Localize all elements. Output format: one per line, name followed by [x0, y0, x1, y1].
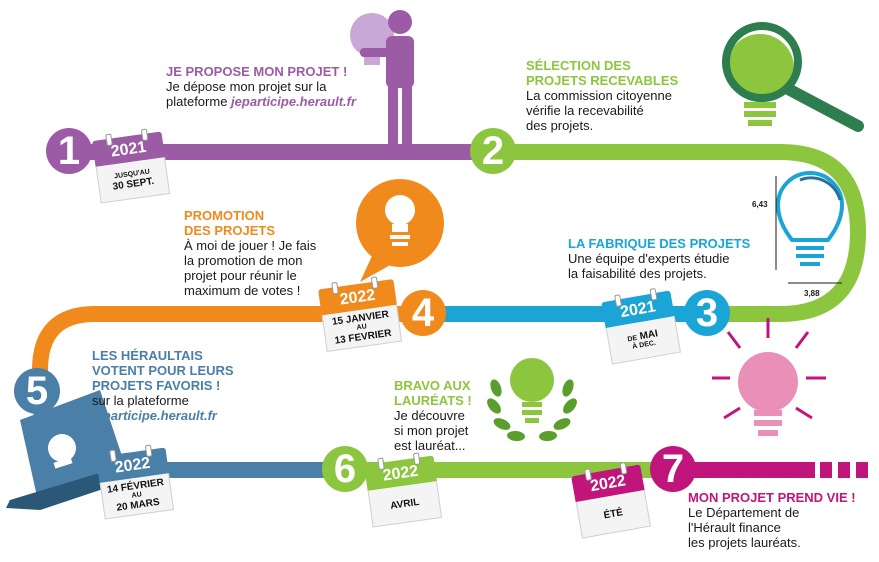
step-2-number: 2 — [470, 128, 516, 174]
step-3-number: 3 — [684, 290, 730, 336]
step-5-title-line1: LES HÉRAULTAIS — [92, 348, 203, 363]
step-1-link[interactable]: jeparticipe.herault.fr — [231, 94, 357, 109]
step-3-title: LA FABRIQUE DES PROJETS — [568, 236, 751, 251]
step-2-body-line1: La commission citoyenne — [526, 88, 672, 103]
step-6-body-line2: si mon projet — [394, 423, 469, 438]
step-4-body-line4: maximum de votes ! — [184, 283, 301, 298]
step-2-title-line1: SÉLECTION DES — [526, 58, 631, 73]
calendar-date-main: AVRIL — [389, 496, 421, 512]
step-5-title-line3: PROJETS FAVORIS ! — [92, 378, 221, 393]
step-7-body-line2: l'Hérault finance — [688, 520, 781, 535]
step-2-body-line2: vérifie la recevabilité — [526, 103, 644, 118]
step-5-body: sur la plateforme — [92, 393, 189, 408]
step-6-body-line3: est lauréat... — [394, 438, 466, 453]
step-4-text: PROMOTION DES PROJETS À moi de jouer ! J… — [184, 208, 354, 298]
glowing-bulb-icon — [712, 318, 826, 436]
step-1-number: 1 — [46, 128, 92, 174]
step-5-link[interactable]: jeparticipe.herault.fr — [92, 408, 217, 423]
step-7-title: MON PROJET PREND VIE ! — [688, 490, 856, 505]
step-5-title-line2: VOTENT POUR LEURS — [92, 363, 234, 378]
step-4-body-line2: la promotion de mon — [184, 253, 303, 268]
step-4-body-line3: projet pour réunir le — [184, 268, 297, 283]
step-4-body-line1: À moi de jouer ! Je fais — [184, 238, 317, 253]
step-3-dim-bottom: 3,88 — [804, 289, 820, 298]
step-6-title-line2: LAURÉATS ! — [394, 393, 472, 408]
step-6-text: BRAVO AUX LAURÉATS ! Je découvre si mon … — [394, 378, 494, 453]
laurel-bulb-icon — [487, 358, 577, 442]
step-7-calendar: 2022 ÉTÉ — [571, 461, 652, 539]
magnifier-bulb-icon — [722, 22, 864, 132]
step-1-body: Je dépose mon projet sur la plateforme — [166, 79, 327, 109]
step-7-body-line3: les projets lauréats. — [688, 535, 801, 550]
step-3-body-line1: Une équipe d'experts étudie — [568, 251, 730, 266]
step-4-number: 4 — [400, 290, 446, 336]
step-7-body-line1: Le Département de — [688, 505, 800, 520]
step-5-number: 5 — [14, 368, 60, 414]
step-2-text: SÉLECTION DES PROJETS RECEVABLES La comm… — [526, 58, 706, 133]
calendar-date-main: ÉTÉ — [602, 506, 624, 521]
step-1-text: JE PROPOSE MON PROJET ! Je dépose mon pr… — [166, 64, 386, 109]
step-3-text: LA FABRIQUE DES PROJETS Une équipe d'exp… — [568, 236, 768, 281]
step-5-text: LES HÉRAULTAIS VOTENT POUR LEURS PROJETS… — [92, 348, 292, 423]
step-4-title-line2: DES PROJETS — [184, 223, 276, 238]
step-3-body-line2: la faisabilité des projets. — [568, 266, 707, 281]
outline-bulb-icon — [775, 171, 845, 284]
step-7-text: MON PROJET PREND VIE ! Le Département de… — [688, 490, 868, 550]
step-1-title: JE PROPOSE MON PROJET ! — [166, 64, 348, 79]
step-3-dim-top: 6,43 — [752, 200, 768, 209]
person-bulb-icon — [350, 10, 414, 146]
step-2-body-line3: des projets. — [526, 118, 594, 133]
step-7-number: 7 — [650, 446, 696, 492]
speech-bulb-icon — [356, 179, 444, 282]
step-2-title-line2: PROJETS RECEVABLES — [526, 73, 679, 88]
step-6-body-line1: Je découvre — [394, 408, 465, 423]
step-6-calendar: 2022 AVRIL — [364, 452, 443, 528]
step-6-title-line1: BRAVO AUX — [394, 378, 471, 393]
step-4-title-line1: PROMOTION — [184, 208, 265, 223]
step-6-number: 6 — [322, 446, 368, 492]
